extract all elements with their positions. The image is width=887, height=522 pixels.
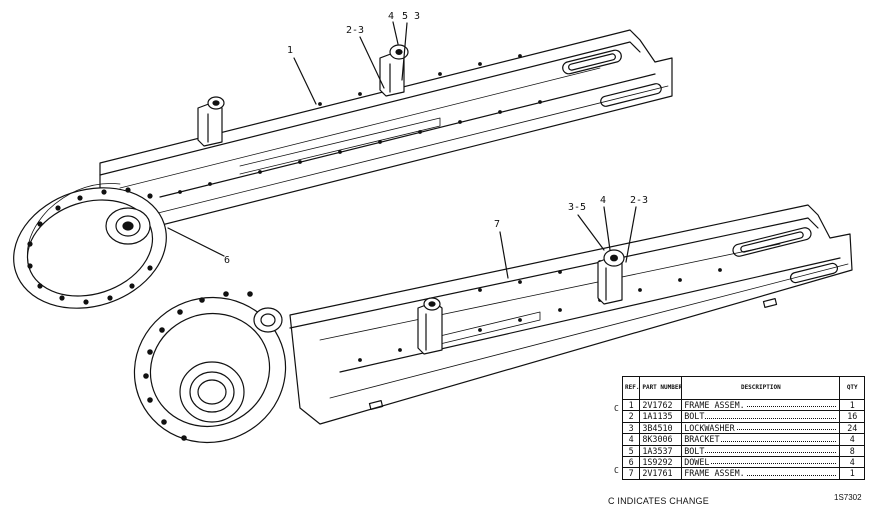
change-legend: C INDICATES CHANGE (608, 496, 709, 506)
upper-frame-rail-line (119, 67, 601, 189)
lower-frame-slot-lower (789, 262, 839, 284)
leader-5-3-top (401, 22, 408, 81)
upper-frame-slot-lower (600, 83, 662, 107)
upper-bracket-rear (379, 44, 409, 97)
header-description: DESCRIPTION (681, 376, 841, 400)
row-description: BOLT (681, 444, 841, 458)
lower-frame-slot (732, 227, 812, 257)
upper-frame-slot-inner (568, 53, 616, 71)
row-description: BRACKET (681, 433, 841, 446)
upper-frame-top-edge (99, 41, 641, 176)
lower-frame-inner-rail (439, 311, 541, 345)
row-ref: 4 (621, 433, 641, 446)
callout-7: 7 (494, 219, 501, 230)
leader-4-top (392, 21, 399, 45)
lower-frame-beam (289, 204, 853, 425)
upper-frame-rail-line-lower (149, 85, 669, 216)
table-row: 7 2V1761 FRAME ASSEM. 1 (621, 467, 865, 480)
leader-2-3-top (359, 36, 385, 89)
row-ref: 6 (621, 456, 641, 469)
row-part-number: 2V1761 (639, 467, 683, 480)
table-row: 5 1A3537 BOLT 8 (621, 444, 865, 458)
callout-2-3-lower: 2-3 (630, 195, 649, 206)
change-indicator-row-1: C (614, 404, 619, 413)
row-part-number: 1A3537 (639, 444, 683, 458)
lower-bracket-rear (597, 249, 625, 305)
lower-frame-rail-line-lower (329, 263, 849, 399)
parts-table-header: REF. NO. PART NUMBER DESCRIPTION QTY (621, 376, 865, 400)
table-row: 4 8K3006 BRACKET 4 (621, 433, 865, 446)
upper-frame-slot (562, 49, 622, 75)
callout-2-3-upper: 2-3 (346, 25, 365, 36)
upper-frame-holes (178, 54, 542, 194)
callout-3-5-lower: 3-5 (568, 202, 587, 213)
row-part-number: 2V1762 (639, 398, 683, 412)
lower-frame-assembly (133, 204, 853, 444)
row-description: FRAME ASSEM. (681, 398, 841, 412)
leader-4-bottom (603, 206, 611, 251)
change-indicator-row-6: C (614, 466, 619, 475)
table-row: 3 3B4510 LOCKWASHER 24 (621, 421, 865, 435)
lower-idler-housing (133, 291, 287, 444)
callout-5-3-upper: 5 3 (402, 11, 421, 22)
table-row: 1 2V1762 FRAME ASSEM. 1 (621, 398, 865, 412)
leader-6 (167, 227, 225, 257)
row-qty: 4 (839, 433, 865, 446)
row-qty: 1 (839, 467, 865, 480)
callout-4-upper: 4 (388, 11, 395, 22)
row-description: DOWEL (681, 456, 841, 469)
lower-frame-small-slot (368, 400, 384, 410)
lower-frame-small-slot-2 (762, 298, 778, 308)
leader-3-5-bottom (577, 214, 605, 251)
row-part-number: 1S9292 (639, 456, 683, 469)
leader-2-3-bottom (625, 206, 637, 263)
row-description: LOCKWASHER (681, 421, 841, 435)
lower-idler-teeth (143, 291, 253, 441)
row-part-number: 1A1135 (639, 410, 683, 423)
lower-frame-rail-line (319, 243, 781, 341)
row-description: FRAME ASSEM. (681, 467, 841, 480)
leader-7 (499, 231, 509, 279)
parts-list-table: REF. NO. PART NUMBER DESCRIPTION QTY 1 2… (621, 376, 865, 480)
row-ref: 3 (621, 421, 641, 435)
lower-bracket-front (417, 297, 443, 355)
leader-lines (167, 21, 637, 279)
row-ref: 1 (621, 398, 641, 412)
row-description: BOLT (681, 410, 841, 423)
leader-1 (293, 57, 317, 105)
callout-1: 1 (287, 45, 294, 56)
row-qty: 1 (839, 398, 865, 412)
table-row: 2 1A1135 BOLT 16 (621, 410, 865, 423)
lower-frame-slot-inner (740, 231, 804, 253)
upper-frame-assembly (13, 29, 673, 309)
row-ref: 2 (621, 410, 641, 423)
callout-6: 6 (224, 255, 231, 266)
lower-frame-top-edge (289, 217, 819, 329)
header-ref-no: REF. NO. (621, 376, 641, 400)
row-part-number: 3B4510 (639, 421, 683, 435)
upper-frame-lower-edge (159, 73, 656, 198)
upper-idler-teeth (27, 187, 153, 305)
callout-4-lower: 4 (600, 195, 607, 206)
row-qty: 8 (839, 444, 865, 458)
row-ref: 5 (621, 444, 641, 458)
header-part-number: PART NUMBER (639, 376, 683, 400)
upper-idler-housing (13, 183, 167, 309)
header-qty: QTY (839, 376, 865, 400)
upper-frame-inner-rail (239, 117, 441, 175)
drawing-number: 1S7302 (834, 493, 862, 502)
upper-bracket-front (197, 96, 225, 147)
row-qty: 16 (839, 410, 865, 423)
row-qty: 4 (839, 456, 865, 469)
row-qty: 24 (839, 421, 865, 435)
table-row: 6 1S9292 DOWEL 4 (621, 456, 865, 469)
row-ref: 7 (621, 467, 641, 480)
row-part-number: 8K3006 (639, 433, 683, 446)
